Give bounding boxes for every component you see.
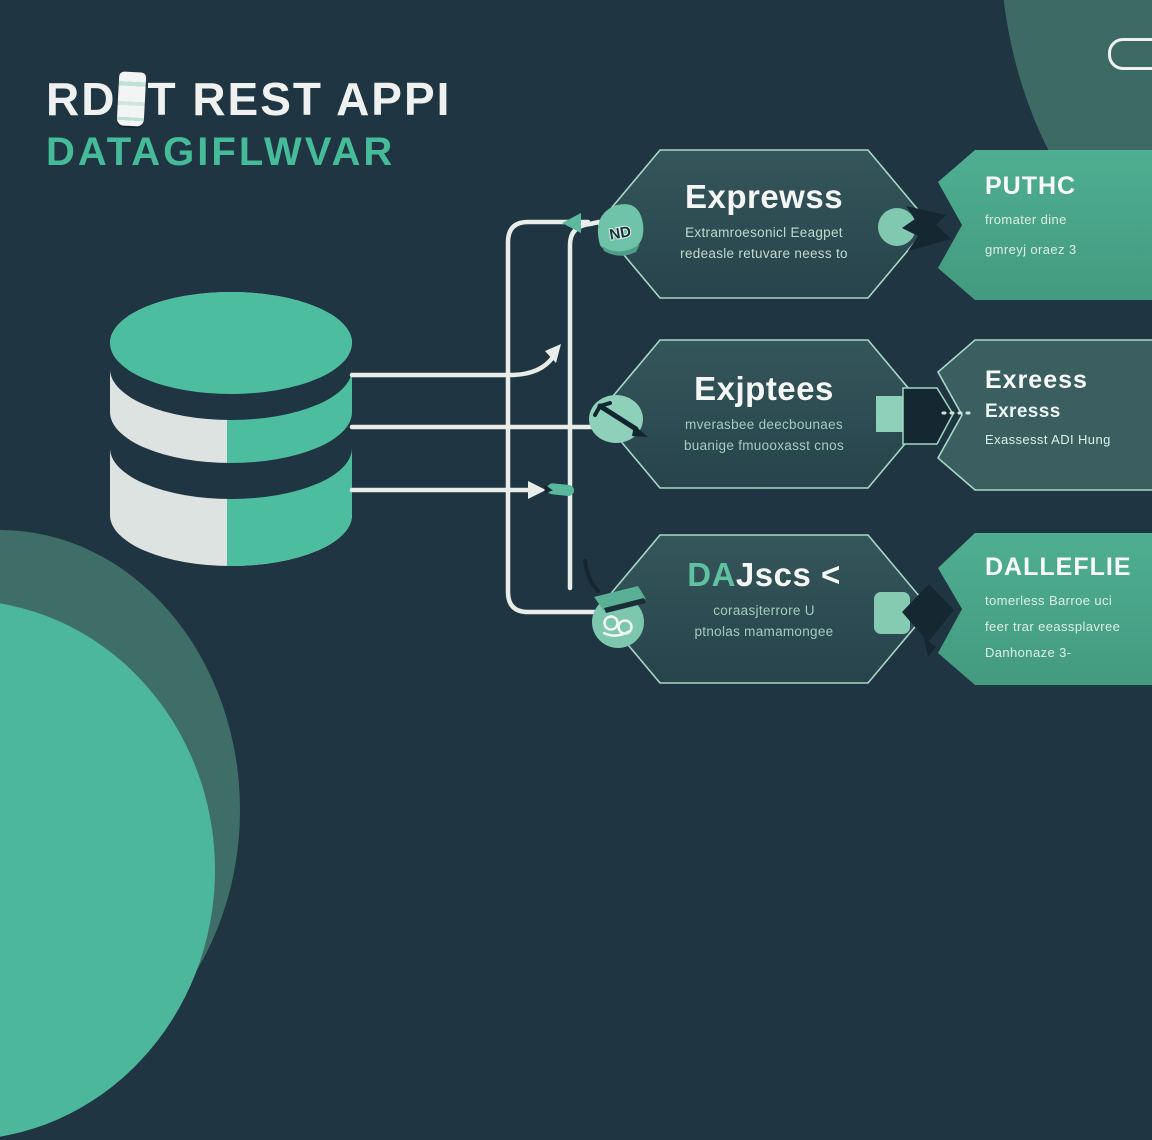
database-cylinder	[110, 292, 352, 566]
output-dalleflie: DALLEFLIE tomerless Barroe uci feer trar…	[985, 553, 1150, 660]
node-title-rest: Jscs <	[735, 556, 841, 593]
svg-text:ND: ND	[608, 223, 632, 244]
arrow-markers	[528, 213, 581, 499]
title-part2: T REST APPI	[147, 73, 452, 125]
plug-arrow-icon	[902, 387, 954, 445]
node-subtitle: mverasbee deecbounaes buanige fmuooxasst…	[684, 417, 844, 453]
line-vertical-right	[567, 219, 602, 591]
output-title: PUTHC	[985, 172, 1077, 200]
right-arrowhead-icon	[528, 481, 546, 499]
node-dajscs: DAJscs < coraasjterrore U ptnolas mamamo…	[634, 556, 894, 643]
node-express: Exprewss Extramroesonicl Eeagpet redeasl…	[634, 178, 894, 265]
title-part1: RD	[46, 73, 117, 125]
jar-icon	[117, 71, 147, 127]
left-arrowhead-icon	[562, 213, 581, 233]
output-title: Exreess	[985, 366, 1088, 394]
node-subtitle: coraasjterrore U ptnolas mamamongee	[694, 603, 834, 639]
node-exjptees: Exjptees mverasbee deecbounaes buanige f…	[634, 370, 894, 457]
curved-arrowhead-icon	[545, 344, 561, 363]
node-title: Exprewss	[684, 178, 844, 215]
line-db-curved	[349, 354, 556, 378]
output-exreess: Exreess Exresss Exassesst ADI Hung	[985, 366, 1150, 447]
header: RD T REST APPI DATAGIFLWVAR	[46, 71, 452, 175]
node-title: Exjptees	[694, 370, 834, 407]
capsule-icon	[544, 483, 575, 496]
node-subtitle: Extramroesonicl Eeagpet redeasle retuvar…	[680, 225, 848, 261]
page-title: RD T REST APPI	[46, 71, 452, 127]
diamond-arrow-icon	[902, 584, 954, 642]
page-subtitle: DATAGIFLWVAR	[46, 130, 396, 174]
node-title: DAJscs <	[634, 556, 894, 594]
line-vertical-left	[505, 219, 597, 615]
output-puthc: PUTHC fromater dine gmreyj oraez 3	[985, 172, 1150, 257]
connector-lines	[349, 219, 602, 615]
jagged-arrow-icon	[902, 206, 951, 251]
node-title-accent: DA	[687, 556, 736, 593]
top-right-pill-outline	[1108, 38, 1152, 70]
output-title: DALLEFLIE	[985, 553, 1132, 581]
